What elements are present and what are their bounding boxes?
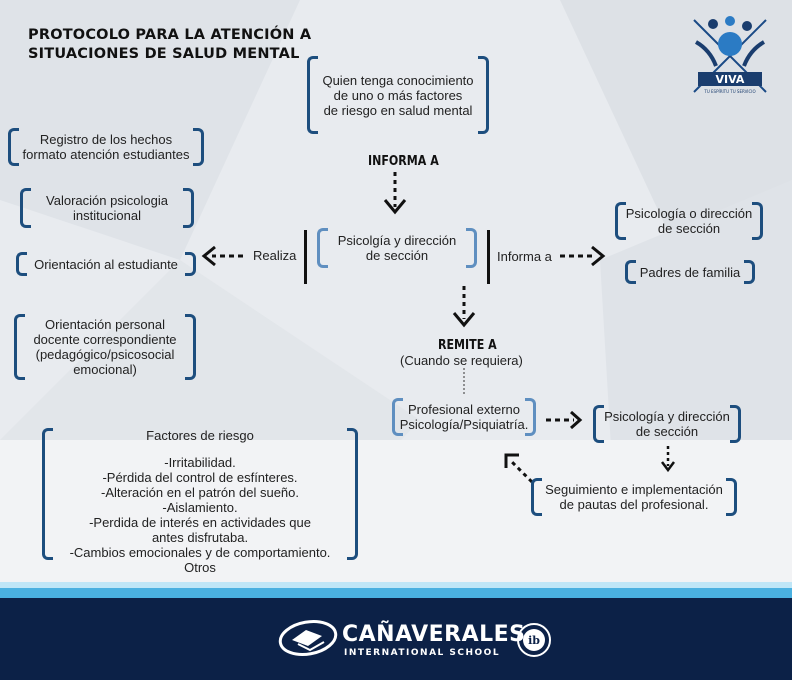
- factores-item: -Pérdida del control de esfínteres.: [102, 470, 298, 485]
- ib-text: ib: [528, 634, 540, 647]
- registro-line-1: Registro de los hechos: [39, 132, 173, 147]
- factores-item: -Aislamiento.: [162, 500, 238, 515]
- school-name: CAÑAVERALES: [342, 622, 526, 647]
- psico-dir2-line-2: de sección: [635, 424, 699, 439]
- seguimiento-line-1: Seguimiento e implementación: [545, 482, 723, 497]
- factores-item: antes disfrutaba.: [151, 530, 249, 545]
- orientacion-personal-line-3: (pedagógico/psicosocial: [35, 347, 175, 362]
- right-divider: [487, 230, 490, 284]
- factores-box: Factores de riesgo -Irritabilidad. -Pérd…: [42, 428, 358, 575]
- psico-dir-line-1: Psicología o dirección: [625, 206, 753, 221]
- factores-item: -Alteración en el patrón del sueño.: [100, 485, 299, 500]
- factores-item: -Cambios emocionales y de comportamiento…: [69, 545, 331, 560]
- registro-box: Registro de los hechos formato atención …: [8, 128, 204, 166]
- informa-a-side-label: Informa a: [497, 249, 552, 264]
- left-divider: [304, 230, 307, 284]
- arrow-down-icon: [661, 446, 675, 473]
- psico-dir-box: Psicología o dirección de sección: [615, 202, 763, 240]
- footer-stripe-accent: [0, 588, 792, 598]
- title-line-1: PROTOCOLO PARA LA ATENCIÓN A: [28, 27, 312, 43]
- externo-line-2: Psicología/Psiquiatría.: [399, 417, 529, 432]
- realiza-label: Realiza: [253, 248, 297, 263]
- cuando-label: (Cuando se requiera): [400, 353, 523, 368]
- registro-line-2: formato atención estudiantes: [22, 147, 190, 162]
- padres-line-1: Padres de familia: [639, 264, 741, 280]
- arrow-left-icon: [201, 245, 243, 267]
- logo-viva-text: VIVA: [716, 73, 745, 86]
- seguimiento-box: Seguimiento e implementación de pautas d…: [531, 478, 737, 516]
- orientacion-personal-box: Orientación personal docente correspondi…: [14, 314, 196, 380]
- arrow-up-left-icon: [504, 453, 534, 484]
- center-line-1: Psicolgía y dirección: [337, 233, 457, 248]
- arrow-right-icon: [546, 410, 583, 430]
- arrow-right-icon: [560, 245, 606, 267]
- trigger-line-2: de uno o más factores: [333, 87, 463, 103]
- valoracion-line-2: institucional: [73, 208, 141, 223]
- psico-dir2-box: Psicología y dirección de sección: [593, 405, 741, 443]
- ib-logo-icon: ib: [517, 623, 551, 657]
- factores-heading: Factores de riesgo: [146, 428, 254, 443]
- center-line-2: de sección: [365, 248, 429, 263]
- arrow-down-icon: [383, 172, 407, 215]
- footer-stripe-light: [0, 582, 792, 588]
- logo-viva-subtext: TU ESPÍRITU TU SERVICIO: [703, 89, 755, 94]
- valoracion-box: Valoración psicologia institucional: [20, 188, 194, 228]
- orientacion-box: Orientación al estudiante: [16, 252, 196, 276]
- orientacion-personal-line-2: docente correspondiente: [33, 332, 177, 347]
- footer-bar: [0, 598, 792, 680]
- person-head-icon: [725, 16, 735, 26]
- background-shapes: [560, 0, 792, 300]
- orientacion-personal-line-1: Orientación personal: [45, 317, 165, 332]
- person-head-icon: [742, 21, 752, 31]
- person-head-icon: [708, 19, 718, 29]
- school-subtitle: INTERNATIONAL SCHOOL: [344, 648, 501, 658]
- psico-dir2-line-1: Psicología y dirección: [604, 409, 730, 424]
- factores-item: Otros: [184, 560, 216, 575]
- valoracion-line-1: Valoración psicologia: [46, 193, 168, 208]
- seguimiento-line-2: de pautas del profesional.: [559, 497, 709, 512]
- externo-box: Profesional externo Psicología/Psiquiatr…: [392, 398, 536, 436]
- flow-arrows: [201, 172, 675, 484]
- canaverales-emblem-icon: [278, 620, 338, 656]
- remite-a-label: REMITE A: [438, 338, 497, 353]
- informa-a-label: INFORMA A: [368, 154, 439, 169]
- orientacion-personal-line-4: emocional): [73, 362, 137, 377]
- trigger-box: Quien tenga conocimiento de uno o más fa…: [307, 56, 489, 134]
- globe-icon: [718, 32, 742, 56]
- viva-logo: VIVA TU ESPÍRITU TU SERVICIO: [693, 16, 767, 94]
- externo-line-1: Profesional externo: [407, 402, 520, 417]
- padres-box: Padres de familia: [625, 260, 755, 284]
- arrow-down-icon: [452, 286, 476, 328]
- factores-item: -Irritabilidad.: [164, 455, 236, 470]
- trigger-line-3: de riesgo en salud mental: [323, 102, 473, 118]
- page-title: PROTOCOLO PARA LA ATENCIÓN A SITUACIONES…: [28, 26, 311, 64]
- orientacion-line-1: Orientación al estudiante: [34, 256, 178, 272]
- center-box: Psicolgía y dirección de sección: [317, 228, 477, 268]
- trigger-line-1: Quien tenga conocimiento: [322, 72, 474, 88]
- title-line-2: SITUACIONES DE SALUD MENTAL: [28, 46, 300, 62]
- psico-dir-line-2: de sección: [657, 221, 721, 236]
- factores-item: -Perdida de interés en actividades que: [89, 515, 311, 530]
